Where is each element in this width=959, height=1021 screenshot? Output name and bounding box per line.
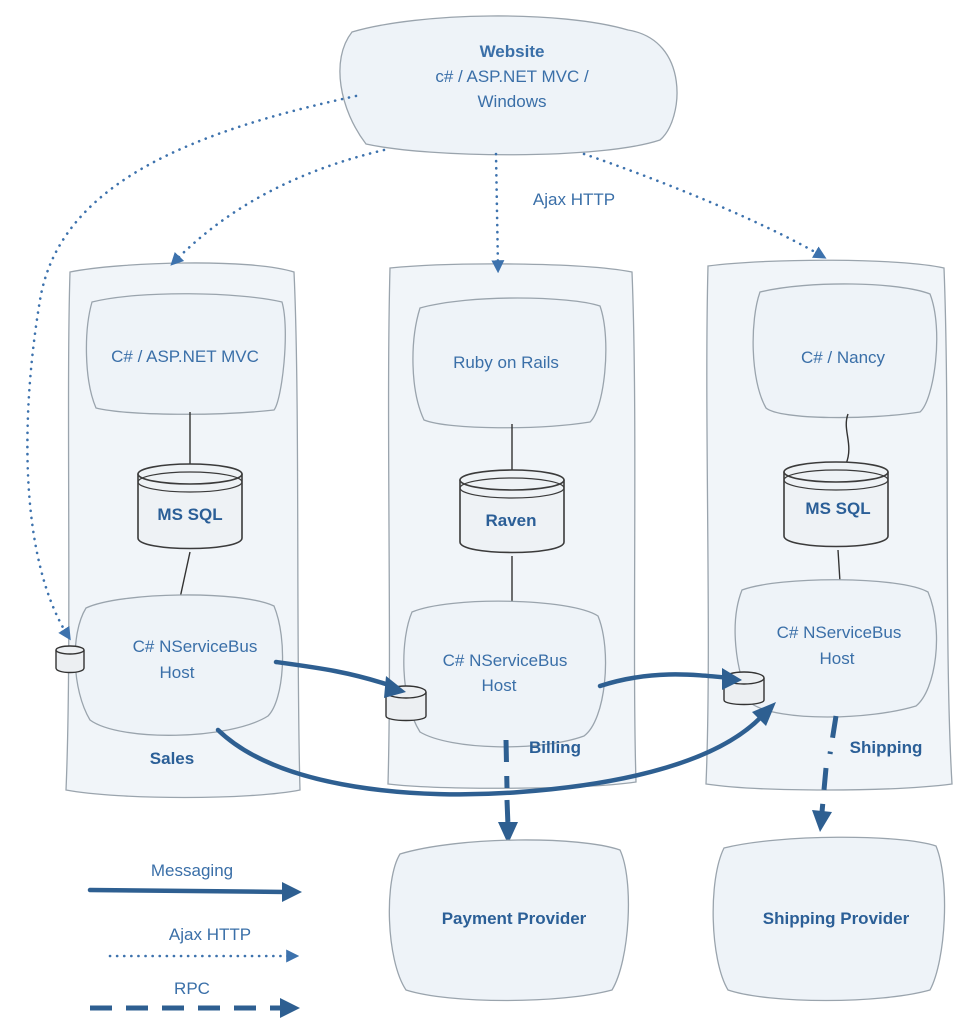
billing-frontend-label: Ruby on Rails <box>453 353 559 372</box>
billing-host-node <box>403 600 607 748</box>
sales-database-icon <box>137 463 243 550</box>
shipping-service-label: Shipping <box>850 738 923 757</box>
legend-messaging-head <box>282 882 302 902</box>
billing-database-icon <box>459 469 565 554</box>
shipping-host-line1: C# NServiceBus <box>777 623 902 642</box>
message-sales-to-shipping <box>215 713 765 797</box>
message-billing-to-shipping-head <box>722 668 742 690</box>
message-sales-to-billing <box>273 659 395 689</box>
shipping-queue-icon <box>723 671 765 706</box>
shipping-frontend-label: C# / Nancy <box>801 348 886 367</box>
shipping-provider-node <box>712 836 946 1002</box>
sales-db-host-link <box>179 551 191 599</box>
message-billing-to-shipping <box>597 672 733 689</box>
shipping-db-host-link <box>837 549 841 583</box>
ajax-arrow-website-to-shipping <box>582 152 827 259</box>
shipping-frontend-node <box>752 283 938 419</box>
payment-provider-node <box>388 839 630 1002</box>
rpc-shipping-to-provider <box>819 715 839 813</box>
rpc-billing-to-payment-head <box>498 822 518 844</box>
website-platform: Windows <box>478 92 547 111</box>
legend-rpc-label: RPC <box>174 979 210 998</box>
payment-provider-label: Payment Provider <box>442 909 587 928</box>
billing-host-line1: C# NServiceBus <box>443 651 568 670</box>
legend: Messaging Ajax HTTP RPC <box>87 861 302 1018</box>
sales-host-line1: C# NServiceBus <box>133 637 258 656</box>
sales-host-node <box>74 594 284 736</box>
billing-database-label: Raven <box>485 511 536 530</box>
shipping-frontend-db-link <box>845 413 850 465</box>
ajax-http-label: Ajax HTTP <box>533 190 615 209</box>
rpc-billing-to-payment <box>503 739 511 827</box>
sales-queue-icon <box>55 645 85 674</box>
shipping-database-label: MS SQL <box>805 499 870 518</box>
sales-service-label: Sales <box>150 749 194 768</box>
shipping-provider-label: Shipping Provider <box>763 909 910 928</box>
sales-host-line2: Host <box>160 663 195 682</box>
website-title: Website <box>480 42 545 61</box>
billing-frontend-node <box>412 297 607 429</box>
website-node <box>339 15 678 156</box>
legend-messaging-label: Messaging <box>151 861 233 880</box>
message-sales-to-shipping-head <box>752 702 776 726</box>
legend-ajax-label: Ajax HTTP <box>169 925 251 944</box>
shipping-database-icon <box>783 461 889 548</box>
billing-host-line2: Host <box>482 676 517 695</box>
ajax-arrow-website-to-sales-host <box>26 94 358 641</box>
legend-rpc-head <box>280 998 300 1018</box>
ajax-arrow-website-to-billing <box>491 152 505 274</box>
rpc-shipping-to-provider-head <box>812 810 832 832</box>
shipping-host-line2: Host <box>820 649 855 668</box>
sales-database-label: MS SQL <box>157 505 222 524</box>
legend-messaging-line <box>87 887 289 895</box>
sales-frontend-node <box>85 293 286 415</box>
website-tech: c# / ASP.NET MVC / <box>435 67 589 86</box>
message-sales-to-billing-head <box>384 676 406 698</box>
sales-frontend-label: C# / ASP.NET MVC <box>111 347 259 366</box>
ajax-arrow-website-to-sales <box>170 148 386 266</box>
billing-service-label: Billing <box>529 738 581 757</box>
